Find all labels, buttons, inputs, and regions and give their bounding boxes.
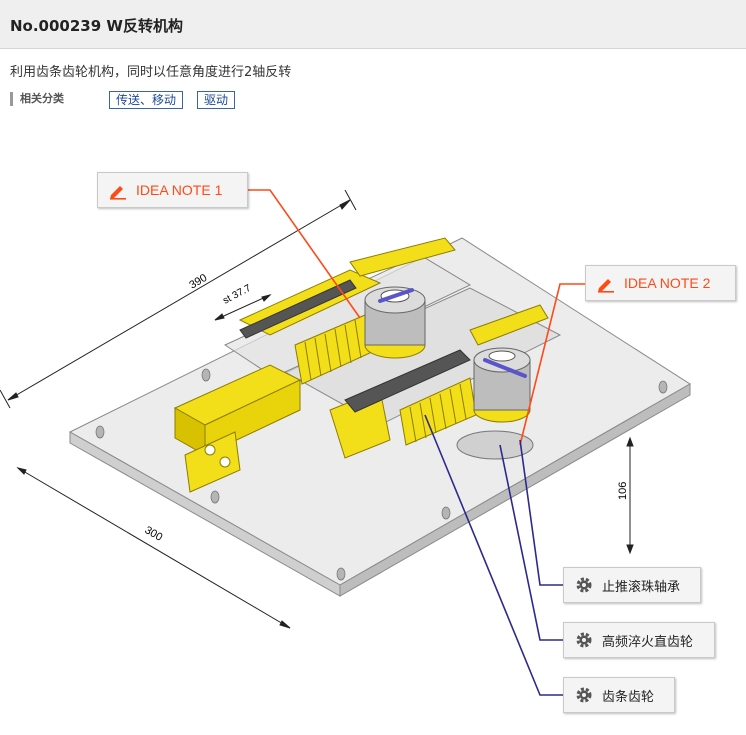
dimension-lines (0, 189, 634, 629)
idea-note-2-label: IDEA NOTE 2 (624, 275, 711, 291)
dimension-length-a: 390 (187, 272, 209, 292)
part-spur-gear-label: 高频淬火直齿轮 (602, 634, 694, 650)
idea-note-1-label: IDEA NOTE 1 (136, 182, 223, 198)
gear-icon (576, 632, 592, 648)
idea-note-1-button[interactable]: IDEA NOTE 1 (97, 172, 248, 208)
gear-icon (576, 577, 592, 593)
gear-icon (576, 687, 592, 703)
part-leader-lines (424, 414, 563, 696)
category-label: 相关分类 (10, 92, 64, 106)
part-rack-gear-button[interactable]: 齿条齿轮 (563, 677, 675, 713)
air-cylinder (173, 364, 302, 493)
category-tag-drive[interactable]: 驱动 (197, 91, 236, 109)
page-title: No.000239 W反转机构 (10, 17, 183, 35)
gear-unit-1 (364, 286, 426, 359)
part-thrust-bearing-button[interactable]: 止推滚珠轴承 (563, 567, 701, 603)
category-tag-transport[interactable]: 传送、移动 (109, 91, 184, 109)
rack-gears (294, 314, 477, 446)
pencil-icon (598, 279, 614, 293)
part-thrust-bearing-label: 止推滚珠轴承 (602, 579, 681, 595)
idea-leader-lines (248, 189, 585, 446)
part-rack-gear-label: 齿条齿轮 (602, 689, 655, 705)
linear-rails (238, 237, 549, 459)
page-description: 利用齿条齿轮机构，同时以任意角度进行2轴反转 (10, 65, 292, 80)
pencil-icon (110, 186, 126, 200)
idea-note-2-button[interactable]: IDEA NOTE 2 (585, 265, 736, 301)
part-spur-gear-button[interactable]: 高频淬火直齿轮 (563, 622, 715, 658)
page-header: No.000239 W反转机构 (0, 0, 746, 49)
dimension-length-b: 300 (143, 524, 165, 544)
dimension-stroke: st 37.7 (221, 283, 253, 307)
gear-unit-2 (456, 347, 534, 460)
dimension-height: 106 (617, 482, 629, 500)
